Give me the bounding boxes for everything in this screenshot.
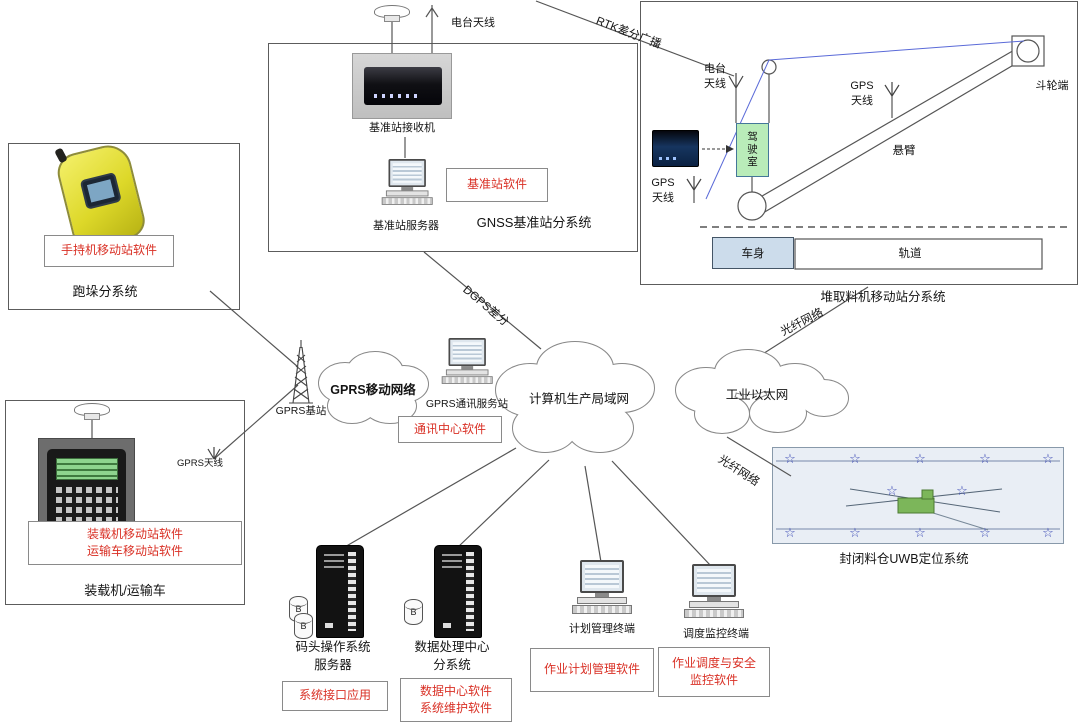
ethernet-cloud-label: 工业以太网 bbox=[725, 388, 789, 402]
dispatch-terminal-icon bbox=[682, 564, 746, 618]
gnss-subsystem-title: GNSS基准站分系统 bbox=[476, 215, 592, 230]
gprs-comm-server-label: GPRS通讯服务站 bbox=[425, 398, 509, 410]
base-station-server-icon bbox=[380, 159, 434, 205]
gprs-base-station-label: GPRS基站 bbox=[275, 405, 327, 417]
bucket-wheel-end-label: 斗轮端 bbox=[1035, 80, 1069, 92]
dispatch-software-box: 作业调度与安全 监控软件 bbox=[658, 647, 770, 697]
bucket-wheel-circle bbox=[1016, 39, 1040, 63]
stacker-cab: 驾驶室 bbox=[736, 123, 769, 177]
gnss-subsystem-box bbox=[268, 43, 638, 252]
svg-text:☆: ☆ bbox=[914, 526, 926, 541]
uwb-machine-icon bbox=[897, 497, 935, 514]
svg-text:☆: ☆ bbox=[886, 484, 898, 499]
loader-subsystem-box bbox=[5, 400, 245, 605]
stacker-subsystem-title: 堆取料机移动站分系统 bbox=[820, 290, 946, 304]
gps-antenna-right-icon bbox=[884, 82, 900, 97]
stacker-gps-receiver-image bbox=[652, 130, 699, 167]
plan-terminal-label: 计划管理终端 bbox=[569, 623, 635, 635]
stacker-subsystem-box bbox=[640, 1, 1078, 285]
uwb-warehouse-panel bbox=[772, 447, 1064, 544]
boom-label: 悬臂 bbox=[892, 145, 916, 157]
terminal-keypad bbox=[56, 487, 118, 523]
svg-text:☆: ☆ bbox=[849, 452, 861, 467]
gprs-antenna-icon bbox=[207, 447, 221, 460]
database-icon: B bbox=[404, 599, 423, 625]
data-center-server-icon bbox=[434, 545, 482, 638]
terminal-lcd bbox=[56, 458, 118, 480]
data-center-software-box: 数据中心软件 系统维护软件 bbox=[400, 678, 512, 722]
plan-software-box: 作业计划管理软件 bbox=[530, 648, 654, 692]
slewing-circle bbox=[737, 191, 767, 221]
stacker-gps-right-label: GPS 天线 bbox=[850, 80, 874, 108]
loader-dome-antenna-icon bbox=[74, 403, 110, 416]
database-icon: B bbox=[294, 613, 313, 639]
stacker-radio-antenna-label: 电台 天线 bbox=[704, 63, 726, 91]
device-to-cab-arrow bbox=[702, 145, 734, 153]
gprs-tower-icon bbox=[289, 340, 313, 404]
loader-subsystem-title: 装载机/运输车 bbox=[84, 583, 166, 598]
svg-text:☆: ☆ bbox=[956, 484, 968, 499]
svg-text:☆: ☆ bbox=[1042, 452, 1054, 467]
comm-center-software-box: 通讯中心软件 bbox=[398, 416, 502, 443]
base-station-receiver-image bbox=[352, 53, 452, 119]
svg-text:☆: ☆ bbox=[784, 452, 796, 467]
svg-text:☆: ☆ bbox=[979, 526, 991, 541]
gps-antenna-left-icon bbox=[686, 176, 702, 191]
dock-os-server-icon bbox=[316, 545, 364, 638]
dispatch-terminal-label: 调度监控终端 bbox=[683, 628, 749, 640]
base-station-software-box: 基准站软件 bbox=[446, 168, 548, 202]
base-station-receiver-label: 基准站接收机 bbox=[369, 122, 435, 134]
stacker-body: 车身 bbox=[712, 237, 794, 269]
connector-lines bbox=[91, 0, 869, 567]
base-station-server-label: 基准站服务器 bbox=[373, 220, 439, 232]
gprs-comm-server-icon bbox=[440, 338, 494, 384]
paodu-subsystem-box bbox=[8, 143, 240, 310]
gps-dome-antenna-icon bbox=[374, 5, 410, 18]
gprs-cloud-label: GPRS移动网络 bbox=[330, 383, 416, 397]
stacker-gps-left-label: GPS 天线 bbox=[651, 177, 675, 205]
paodu-subsystem-title: 跑垛分系统 bbox=[72, 284, 138, 299]
uwb-system-title: 封闭料仓UWB定位系统 bbox=[839, 552, 969, 566]
dock-os-server-label: 码头操作系统 服务器 bbox=[295, 640, 371, 672]
handheld-screen bbox=[79, 171, 122, 210]
track-label: 轨道 bbox=[898, 248, 922, 260]
svg-text:☆: ☆ bbox=[979, 452, 991, 467]
radio-antenna-icon bbox=[728, 73, 744, 89]
data-center-label: 数据处理中心 分系统 bbox=[414, 640, 490, 672]
lan-cloud-label: 计算机生产局域网 bbox=[528, 392, 629, 406]
svg-text:☆: ☆ bbox=[784, 526, 796, 541]
uwb-anchor-stars: ☆ ☆ ☆ ☆ ☆ ☆ ☆ ☆ ☆ ☆ ☆ ☆ bbox=[784, 452, 1054, 541]
loader-software-box: 装载机移动站软件 运输车移动站软件 bbox=[28, 521, 242, 565]
track-rect bbox=[794, 238, 1043, 270]
handheld-software-box: 手持机移动站软件 bbox=[44, 235, 174, 267]
svg-text:☆: ☆ bbox=[914, 452, 926, 467]
plan-terminal-icon bbox=[570, 560, 634, 614]
svg-text:☆: ☆ bbox=[1042, 526, 1054, 541]
svg-text:☆: ☆ bbox=[849, 526, 861, 541]
system-interface-software-box: 系统接口应用 bbox=[282, 681, 388, 711]
gprs-antenna-label: GPRS天线 bbox=[177, 458, 223, 469]
gnss-radio-antenna-label: 电台天线 bbox=[451, 17, 495, 29]
antenna-icons bbox=[207, 73, 900, 460]
uwb-internals: ☆ ☆ ☆ ☆ ☆ ☆ ☆ ☆ ☆ ☆ ☆ ☆ bbox=[776, 452, 1060, 541]
